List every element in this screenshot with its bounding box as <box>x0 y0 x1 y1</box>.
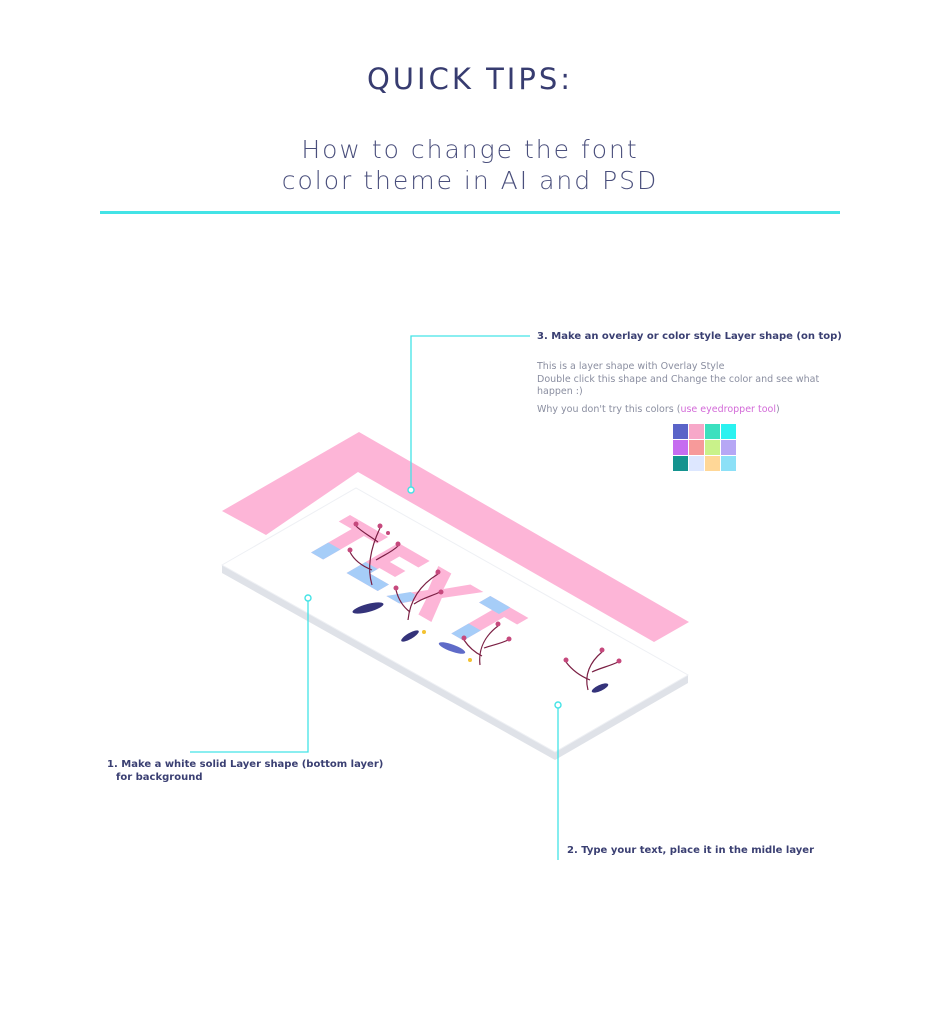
step-1-label: 1. Make a white solid Layer shape (botto… <box>107 758 383 784</box>
letter-t-2-lower <box>451 596 511 641</box>
note-line-3: happen :) <box>537 386 583 397</box>
leader-line-step1 <box>190 598 309 753</box>
note-line-2: Double click this shape and Change the c… <box>537 373 820 385</box>
note-line-4-prefix: Why you don't try this colors ( <box>537 403 681 415</box>
floral-decor-1 <box>347 521 401 586</box>
note-line-1: This is a layer shape with Overlay Style <box>537 361 725 372</box>
palette-swatch <box>673 440 688 455</box>
subtitle-line-1: How to change the font <box>301 135 639 164</box>
leader-line-step3 <box>410 335 530 490</box>
step-2-label: 2. Type your text, place it in the midle… <box>567 845 815 856</box>
page-title: QUICK TIPS: <box>366 62 574 96</box>
palette-swatch <box>721 456 736 471</box>
subtitle-line-2: color theme in AI and PSD <box>281 166 659 195</box>
page-subtitle: How to change the font color theme in AI… <box>0 134 940 196</box>
palette-swatch <box>673 456 688 471</box>
note-line-4-suffix: ) <box>775 403 780 415</box>
leader-dot-step2 <box>554 701 562 709</box>
floral-decor-2 <box>393 569 444 621</box>
overlay-notes: This is a layer shape with Overlay Style… <box>537 361 819 416</box>
note-line-4: Why you don't try this colors (use eyedr… <box>537 404 819 417</box>
palette-swatch <box>705 424 720 439</box>
floral-decor-4 <box>563 647 622 691</box>
palette-swatch <box>673 424 688 439</box>
step-3-label: 3. Make an overlay or color style Layer … <box>537 331 842 342</box>
leaf-decor <box>352 602 609 693</box>
letter-x-lower <box>386 592 415 604</box>
text-layer <box>311 515 622 693</box>
palette-swatch <box>721 424 736 439</box>
step-1-line-1: 1. Make a white solid Layer shape (botto… <box>107 759 384 770</box>
palette-swatch <box>705 440 720 455</box>
eyedropper-tip-link: use eyedropper tool <box>680 403 776 415</box>
palette-swatch <box>689 440 704 455</box>
color-palette <box>673 424 736 471</box>
header-divider <box>100 211 840 214</box>
letter-t-1-lower <box>311 542 341 560</box>
palette-swatch <box>705 456 720 471</box>
floral-decor-3 <box>461 621 512 666</box>
bottom-layer-shape <box>220 487 690 753</box>
leader-lines <box>190 335 559 860</box>
palette-swatch <box>721 440 736 455</box>
palette-swatch <box>689 424 704 439</box>
leader-dot-step1 <box>304 594 312 602</box>
overlay-layer-shape <box>222 432 689 642</box>
leader-dot-step3 <box>407 486 415 494</box>
step-1-line-2: for background <box>116 772 203 783</box>
letter-e-lower <box>346 562 389 591</box>
palette-swatch <box>689 456 704 471</box>
